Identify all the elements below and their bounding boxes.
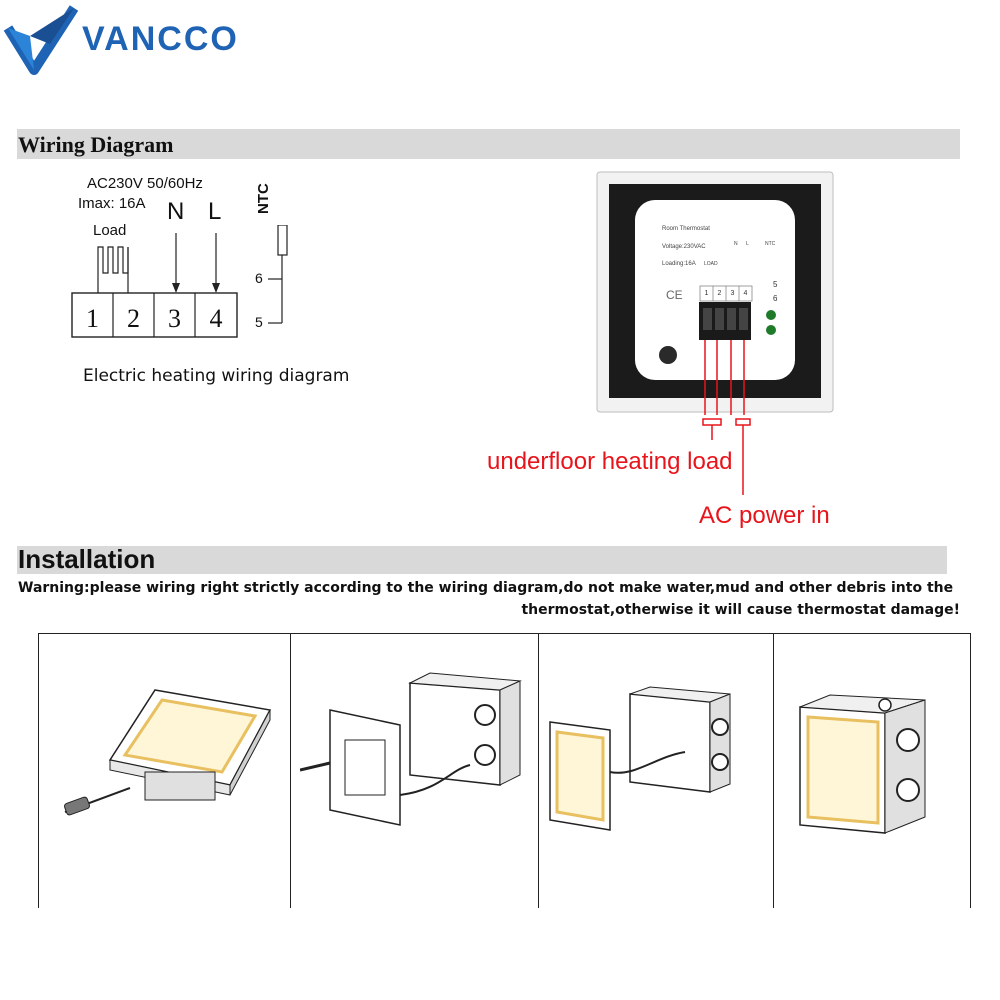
callout-brackets xyxy=(702,418,751,495)
device-ce-mark: CE xyxy=(666,288,683,302)
thermostat-back-photo xyxy=(596,171,834,415)
wiring-heading-band xyxy=(17,129,960,159)
device-terminal-1: 1 xyxy=(704,290,709,297)
terminal-1: 1 xyxy=(86,304,99,333)
ntc-label: NTC xyxy=(255,183,272,214)
grid-divider xyxy=(773,633,774,908)
terminal-2: 2 xyxy=(127,304,140,333)
supply-label: AC230V 50/60Hz xyxy=(87,175,203,192)
device-terminal-numbers: 1 2 3 4 xyxy=(700,290,752,297)
l-label: L xyxy=(208,198,222,225)
grid-divider xyxy=(538,633,539,908)
callout-power-label: AC power in xyxy=(699,502,830,529)
terminal-3: 3 xyxy=(168,304,181,333)
device-terminal-4: 4 xyxy=(743,290,748,297)
terminal-block-labels: 1 2 3 4 xyxy=(72,297,237,341)
device-ntc-tag: NTC xyxy=(765,241,776,247)
imax-label: Imax: 16A xyxy=(78,195,146,212)
brand-logo-icon xyxy=(3,5,79,75)
grid-divider xyxy=(38,633,39,908)
brand-logo xyxy=(0,0,260,80)
device-label-model: Room Thermostat xyxy=(662,226,710,232)
warning-line-1: Warning:please wiring right strictly acc… xyxy=(18,580,954,596)
device-terminal-3: 3 xyxy=(730,290,735,297)
installation-steps-grid xyxy=(38,633,970,909)
grid-divider xyxy=(290,633,291,908)
ntc-pin-5: 5 xyxy=(255,314,263,330)
device-terminal-2: 2 xyxy=(717,290,722,297)
terminal-4: 4 xyxy=(209,304,223,333)
grid-divider xyxy=(970,633,971,908)
n-label: N xyxy=(167,198,185,225)
step-2-illustration xyxy=(300,672,522,826)
warning-line-2: thermostat,otherwise it will cause therm… xyxy=(521,602,960,618)
device-label-loading: Loading:16A xyxy=(662,261,696,267)
device-l-tag: L xyxy=(746,241,749,247)
device-ntc-pin-6: 6 xyxy=(773,294,778,303)
wiring-schematic xyxy=(71,225,288,338)
step-4-illustration xyxy=(799,694,926,834)
load-label: Load xyxy=(93,222,127,239)
step-3-illustration xyxy=(549,686,731,831)
installation-heading: Installation xyxy=(18,544,156,574)
installation-heading-band xyxy=(17,546,947,574)
device-load-tag: LOAD xyxy=(704,261,718,267)
wiring-caption: Electric heating wiring diagram xyxy=(83,366,350,386)
wiring-heading: Wiring Diagram xyxy=(18,132,174,157)
device-n-tag: N xyxy=(734,241,738,247)
device-label-voltage: Voltage:230VAC xyxy=(662,244,706,250)
step-1-illustration xyxy=(64,689,272,816)
ntc-pin-6: 6 xyxy=(255,270,263,286)
brand-name: VANCCO xyxy=(82,20,239,58)
callout-load-label: underfloor heating load xyxy=(487,448,733,475)
device-ntc-pin-5: 5 xyxy=(773,280,778,289)
